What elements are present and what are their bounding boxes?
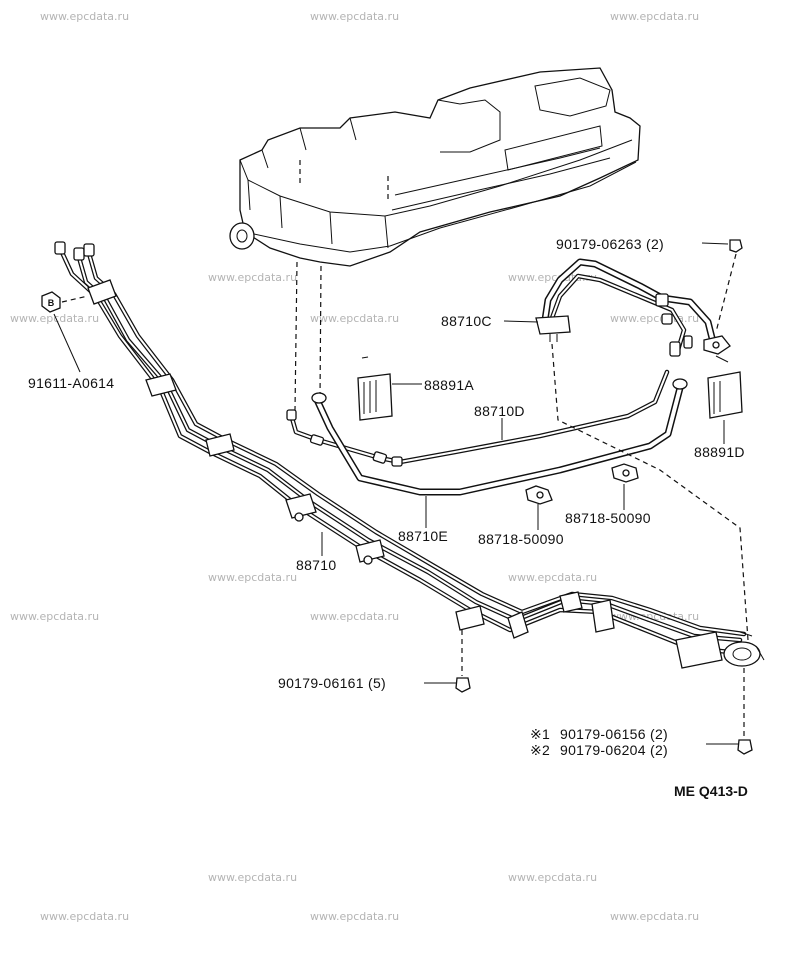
watermark: www.epcdata.ru [610,910,699,923]
label-88710e: 88710E [398,528,448,544]
leader-line [551,343,749,641]
watermark: www.epcdata.ru [310,610,399,623]
leader-line [294,261,298,411]
watermark: www.epcdata.ru [40,910,129,923]
clamp-88718-50090-right [611,463,639,483]
label-90179-06204: 90179-06204 (2) [560,742,668,758]
label-88710d: 88710D [474,403,525,419]
clamp-88718-50090-mid [525,485,553,505]
watermark: www.epcdata.ru [310,10,399,23]
nut-90179-06263 [701,239,743,333]
watermark: www.epcdata.ru [10,610,99,623]
watermark: www.epcdata.ru [208,871,297,884]
tube-88710d [286,369,670,467]
leader-line [715,355,729,363]
label-88710c: 88710C [441,313,492,329]
pad-88891d [707,371,743,419]
watermark: www.epcdata.ru [208,271,297,284]
label-88891d: 88891D [694,444,745,460]
fuel-tank [229,67,641,267]
watermark: www.epcdata.ru [40,10,129,23]
watermark: www.epcdata.ru [508,571,597,584]
leader-line [503,320,539,323]
tube-88710c [535,258,731,357]
label-88718-50090-right: 88718-50090 [565,510,651,526]
watermark: www.epcdata.ru [610,312,699,325]
diagram-reference-code: ME Q413-D [674,783,748,799]
nut-90179-06161 [424,630,471,693]
tube-88710 [54,241,765,669]
watermark: www.epcdata.ru [310,910,399,923]
label-90179-06156: 90179-06156 (2) [560,726,668,742]
watermark: www.epcdata.ru [310,312,399,325]
watermark: www.epcdata.ru [610,10,699,23]
watermark: www.epcdata.ru [508,871,597,884]
pad-88891a [357,356,393,421]
mark-1: ※1 [530,726,550,742]
leader-line [319,265,322,399]
svg-text:B: B [48,298,55,308]
label-88891a: 88891A [424,377,474,393]
label-88718-50090-mid: 88718-50090 [478,531,564,547]
mark-2: ※2 [530,742,550,758]
label-88710: 88710 [296,557,336,573]
label-91611-a0614: 91611-A0614 [28,375,114,391]
watermark: www.epcdata.ru [208,571,297,584]
nut-90179-06156 [706,668,753,755]
tube-88710e [311,378,688,496]
clip-91611-a0614: B [41,291,89,373]
label-90179-06263: 90179-06263 (2) [556,236,664,252]
label-90179-06161: 90179-06161 (5) [278,675,386,691]
part-labels: 90179-06263 (2) 88710C 91611-A0614 88891… [28,236,748,799]
watermark: www.epcdata.ru [10,312,99,325]
